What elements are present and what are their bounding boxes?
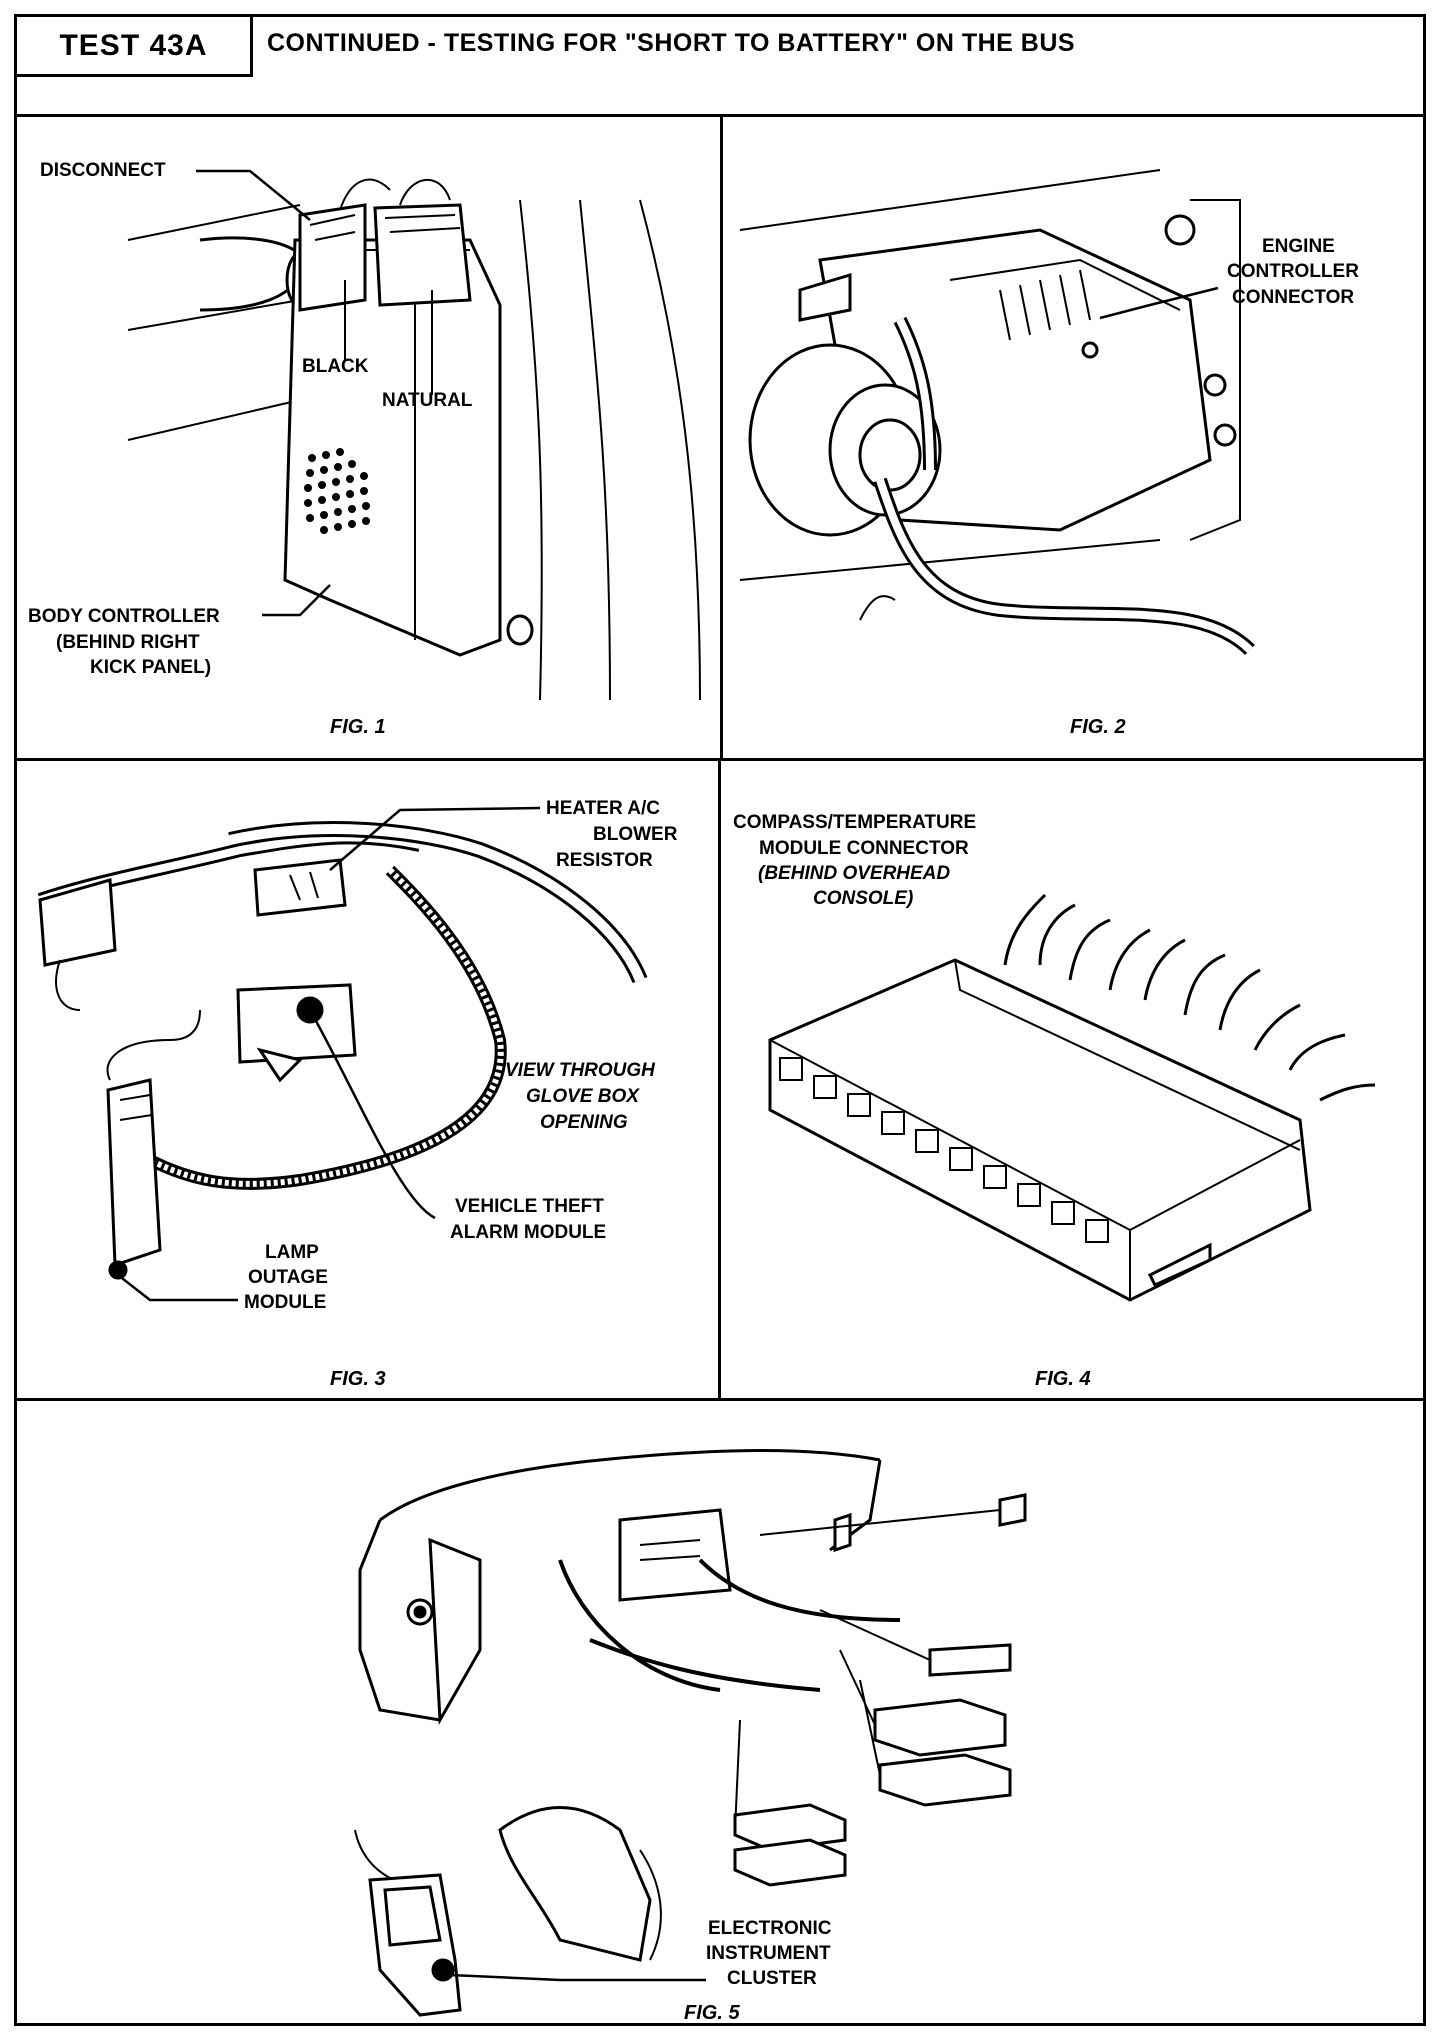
fig3-label-heater-2: BLOWER: [593, 824, 678, 845]
column-divider-1: [720, 117, 723, 761]
header: TEST 43A CONTINUED - TESTING FOR "SHORT …: [17, 17, 1423, 117]
fig3-label-theft-1: VEHICLE THEFT: [455, 1196, 604, 1217]
page-frame: TEST 43A CONTINUED - TESTING FOR "SHORT …: [14, 14, 1426, 2026]
fig5-label-line1: ELECTRONIC: [708, 1918, 832, 1939]
fig2-label-line2: CONTROLLER: [1227, 261, 1359, 282]
fig3-label-theft-2: ALARM MODULE: [450, 1222, 607, 1243]
column-divider-2: [718, 758, 721, 1401]
fig5-caption: FIG. 5: [684, 2002, 740, 2024]
fig1-label-body-controller-3: KICK PANEL): [90, 657, 212, 678]
page-title: CONTINUED - TESTING FOR "SHORT TO BATTER…: [267, 29, 1076, 57]
fig3-label-view-2: GLOVE BOX: [526, 1086, 639, 1107]
fig4-label-line3: (BEHIND OVERHEAD: [758, 863, 951, 884]
fig4-label-line1: COMPASS/TEMPERATURE: [733, 812, 977, 833]
fig5-label-line3: CLUSTER: [727, 1968, 817, 1989]
fig2-caption: FIG. 2: [1070, 716, 1126, 738]
test-id: TEST 43A: [17, 17, 253, 77]
fig3-label-view-3: OPENING: [540, 1112, 628, 1133]
fig1-caption: FIG. 1: [330, 716, 386, 738]
fig5-label-line2: INSTRUMENT: [706, 1943, 831, 1964]
fig1-label-body-controller-1: BODY CONTROLLER: [28, 606, 220, 627]
fig1-label-black: BLACK: [302, 356, 369, 377]
fig4-label-line2: MODULE CONNECTOR: [759, 838, 969, 859]
fig4-label-line4: CONSOLE): [813, 888, 914, 909]
fig3-label-lamp-2: OUTAGE: [248, 1267, 328, 1288]
fig1-label-body-controller-2: (BEHIND RIGHT: [56, 632, 200, 653]
fig3-label-view-1: VIEW THROUGH: [505, 1060, 655, 1081]
fig1-label-natural: NATURAL: [382, 390, 473, 411]
fig3-label-heater-1: HEATER A/C: [546, 798, 660, 819]
fig4-caption: FIG. 4: [1035, 1368, 1091, 1390]
fig3-label-lamp-3: MODULE: [244, 1292, 327, 1313]
fig3-caption: FIG. 3: [330, 1368, 386, 1390]
fig2-label-line1: ENGINE: [1262, 236, 1335, 257]
fig3-label-heater-3: RESISTOR: [556, 850, 653, 871]
fig1-label-disconnect: DISCONNECT: [40, 160, 166, 181]
fig2-label-line3: CONNECTOR: [1232, 287, 1355, 308]
fig3-label-lamp-1: LAMP: [265, 1242, 319, 1263]
